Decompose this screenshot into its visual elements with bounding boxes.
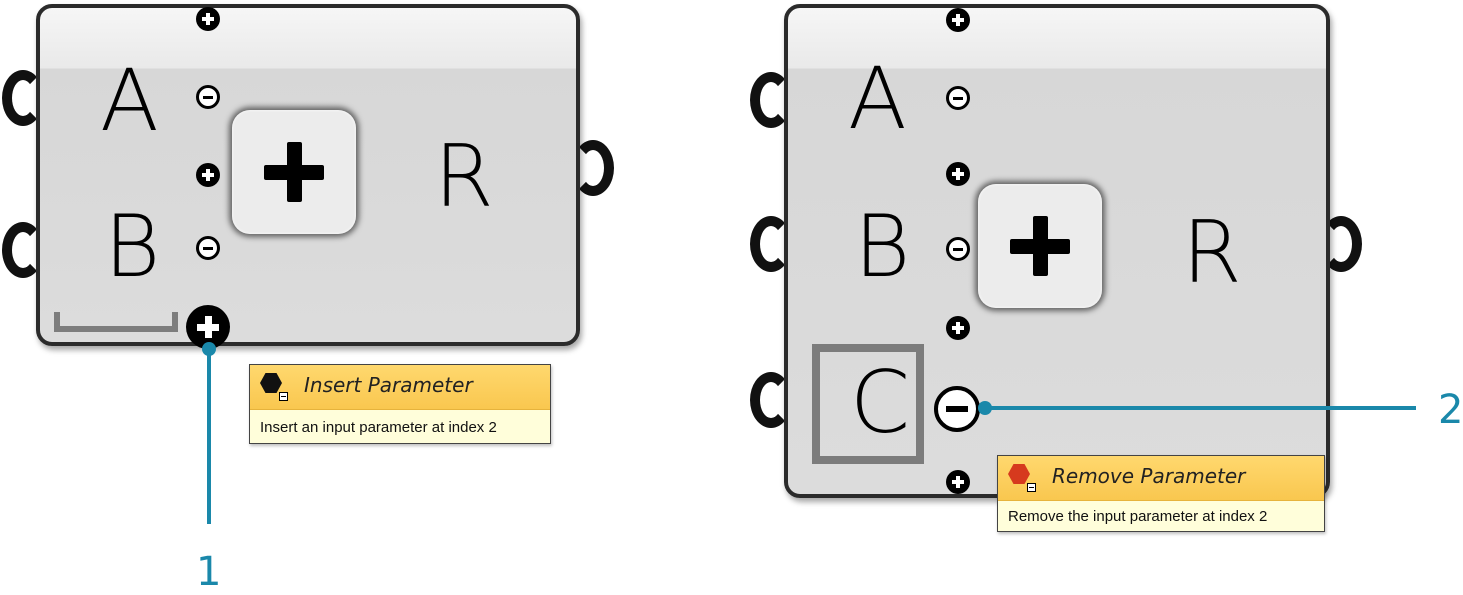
addition-component-icon [232,110,356,234]
zui-remove-b-icon[interactable] [946,237,970,261]
callout-2-number: 2 [1438,387,1463,433]
callout-2-line [984,406,1416,410]
callout-2-dot [978,401,992,415]
zui-insert-bottom-icon[interactable] [946,470,970,494]
zui-insert-between-icon[interactable] [196,163,220,187]
input-label-c: C [850,353,911,453]
zui-insert-top-icon[interactable] [946,8,970,32]
input-label-b: B [854,197,911,297]
zui-insert-top-icon[interactable] [196,7,220,31]
output-grip-r[interactable] [572,140,614,196]
zui-remove-c-icon[interactable] [934,386,980,432]
input-label-a: A [100,51,159,151]
zui-remove-a-icon[interactable] [946,86,970,110]
remove-parameter-tooltip: Remove Parameter Remove the input parame… [997,455,1325,532]
callout-1-dot [202,342,216,356]
input-label-a: A [848,49,907,149]
new-parameter-placeholder [54,312,178,332]
zui-remove-a-icon[interactable] [196,85,220,109]
output-grip-r[interactable] [1320,216,1362,272]
input-grip-b[interactable] [2,222,44,278]
tooltip-header: Remove Parameter [998,456,1324,501]
zui-insert-bottom-icon[interactable] [186,305,230,349]
tooltip-title: Remove Parameter [1052,464,1246,488]
zui-remove-b-icon[interactable] [196,236,220,260]
insert-parameter-tooltip: Insert Parameter Insert an input paramet… [249,364,551,444]
input-label-b: B [104,197,161,297]
input-grip-a[interactable] [750,72,792,128]
callout-1-number: 1 [196,549,222,595]
parameter-c-selection-box [812,344,924,464]
addition-component-icon [978,184,1102,308]
input-grip-c[interactable] [750,372,792,428]
zui-insert-ab-icon[interactable] [946,162,970,186]
zui-insert-bc-icon[interactable] [946,316,970,340]
right-component[interactable]: A B C R [740,0,1370,510]
tooltip-title: Insert Parameter [304,373,473,397]
tooltip-description: Remove the input parameter at index 2 [1008,508,1268,525]
input-grip-a[interactable] [2,70,44,126]
tooltip-header: Insert Parameter [250,365,550,410]
tooltip-description: Insert an input parameter at index 2 [260,419,497,436]
hexagon-insert-icon [260,373,288,401]
output-label-r: R [1182,203,1242,303]
hexagon-remove-icon [1008,464,1036,492]
output-label-r: R [434,127,494,227]
input-grip-b[interactable] [750,216,792,272]
callout-1-line [207,348,211,524]
left-component[interactable]: A B R [0,0,620,360]
